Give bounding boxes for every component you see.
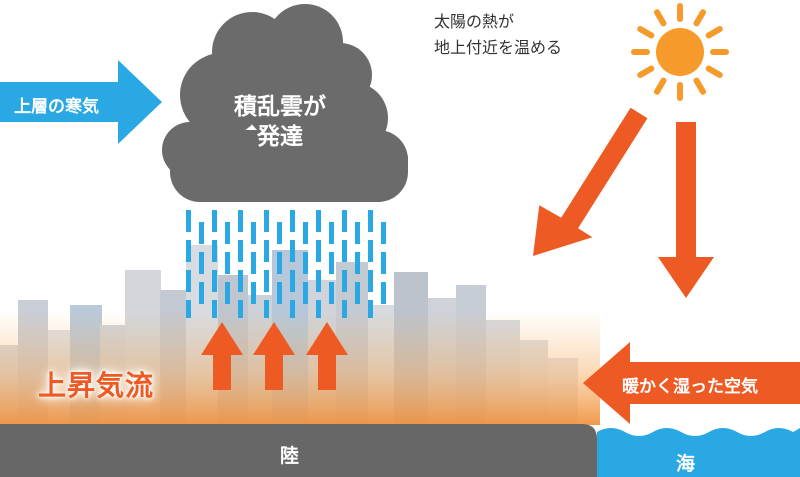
updraft-arrow xyxy=(201,322,243,390)
sea-label: 海 xyxy=(676,453,696,475)
sun-heat-label-line1: 太陽の熱が xyxy=(434,12,515,31)
cloud-label: 積乱雲が 発達 xyxy=(225,92,335,152)
cloud-label-line2: 発達 xyxy=(257,124,303,150)
cold-air-arrow xyxy=(0,60,162,144)
land xyxy=(0,424,597,477)
sunlight-arrow-vertical xyxy=(658,122,714,298)
updraft-arrow xyxy=(306,322,348,390)
cold-air-label: 上層の寒気 xyxy=(14,97,99,117)
humid-air-label: 暖かく湿った空気 xyxy=(622,377,758,397)
cumulonimbus-cloud xyxy=(162,4,408,202)
sunlight-arrow-diagonal xyxy=(533,107,648,256)
sun-heat-label-line2: 地上付近を温める xyxy=(434,38,563,57)
updraft-arrow xyxy=(253,322,295,390)
rain xyxy=(186,210,386,318)
updraft-label: 上昇気流 xyxy=(38,369,155,402)
sun-icon xyxy=(631,3,729,101)
sun-heat-label: 太陽の熱が 地上付近を温める xyxy=(434,9,562,61)
sea xyxy=(597,428,800,477)
humid-air-arrow xyxy=(583,342,800,424)
cloud-label-line1: 積乱雲が xyxy=(234,94,326,120)
heat-haze xyxy=(0,310,600,425)
land-label: 陸 xyxy=(280,445,300,467)
